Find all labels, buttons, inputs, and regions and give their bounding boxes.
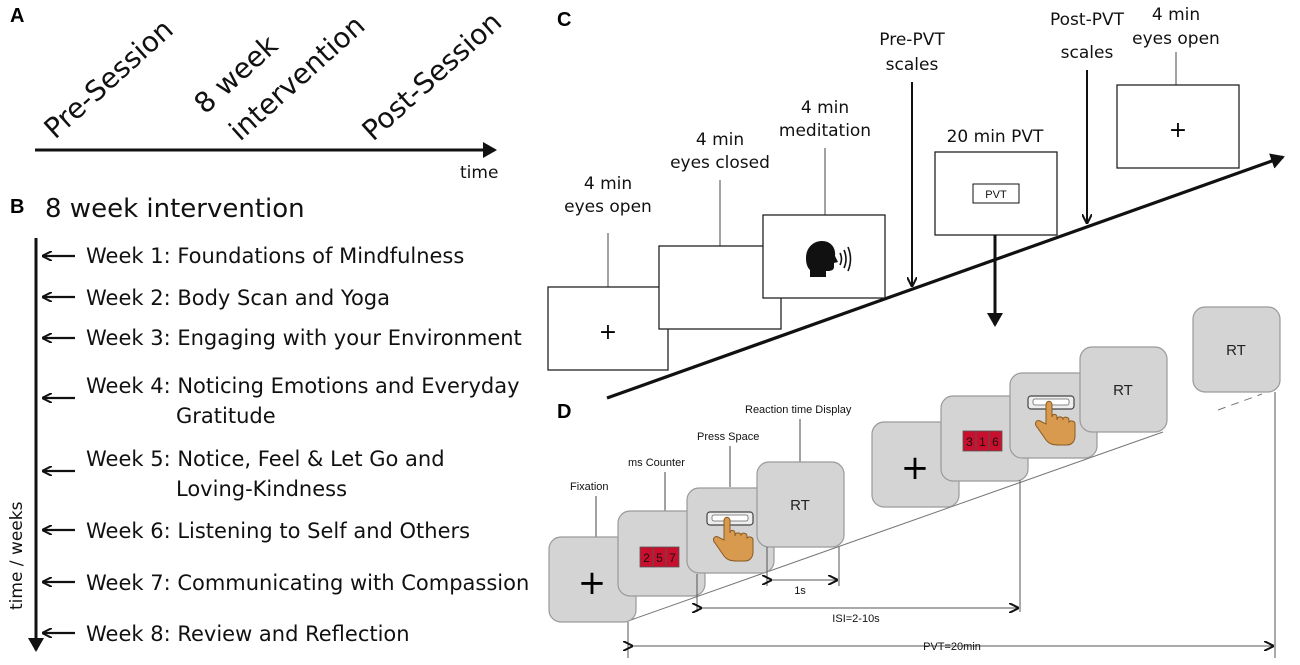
eyes-open-2-label-line2: eyes open [1132, 29, 1220, 49]
eyes-closed-label-line1: 4 min [696, 130, 744, 150]
timing-brackets [628, 392, 1276, 658]
counter-1-digit-3: 7 [669, 551, 676, 565]
panel-b: B 8 week intervention time / weeks Week … [7, 194, 529, 652]
pre-pvt-label-line2: scales [886, 55, 939, 75]
week-4-label-cont: Gratitude [176, 404, 276, 428]
fixation-label: Fixation [570, 481, 609, 493]
fixation-cross-d2: + [901, 448, 930, 488]
counter-2-digit-1: 3 [966, 435, 973, 449]
eyes-closed-label-line2: eyes closed [670, 153, 770, 173]
eyes-open-1-label-line2: eyes open [564, 197, 652, 217]
week-6-label: Week 6: Listening to Self and Others [86, 519, 470, 543]
eyes-open-2-label-line1: 4 min [1152, 5, 1200, 25]
panel-c: C 4 min eyes open + 4 min eyes closed 4 … [547, 5, 1285, 400]
meditation-label-line2: meditation [779, 121, 871, 141]
post-pvt-label-line2: scales [1061, 43, 1114, 63]
rt-screen-final [1192, 306, 1281, 393]
rt-text-final: RT [1226, 342, 1246, 359]
eyes-closed-screen [658, 245, 782, 330]
week-arrows [44, 256, 75, 633]
counter-1-digit-2: 5 [656, 551, 663, 565]
week-8-label: Week 8: Review and Reflection [86, 622, 410, 646]
eyes-open-2-screen [1116, 84, 1240, 169]
fixation-cross-2: + [1169, 118, 1187, 143]
panel-d-label: D [557, 401, 571, 423]
rt-screen-2 [1079, 346, 1168, 433]
eyes-open-1-screen [547, 286, 669, 371]
pre-pvt-label-line1: Pre-PVT [879, 30, 945, 50]
week-5-label-cont: Loving-Kindness [176, 477, 347, 501]
pvt-label: 20 min PVT [947, 127, 1044, 147]
ms-counter-display-1: 2 5 7 [639, 546, 680, 568]
panel-c-label: C [557, 9, 571, 31]
pressing-hand-icon-1 [713, 516, 754, 562]
counter-2-digit-3: 6 [992, 435, 999, 449]
panel-a-label: A [10, 5, 24, 27]
pvt-total-label: PVT=20min [923, 641, 981, 653]
time-axis-label: time [460, 163, 498, 183]
trial-sequence-diagonal [627, 431, 1164, 622]
pvt-inner-box [972, 183, 1020, 204]
rt-text-1: RT [790, 497, 810, 514]
eyes-open-1-label-line1: 4 min [584, 174, 632, 194]
panel-a: A Pre-Session 8 week intervention Post-S… [10, 5, 508, 183]
week-1-label: Week 1: Foundations of Mindfulness [86, 244, 464, 268]
ms-counter-label: ms Counter [628, 457, 685, 469]
counter-1-digit-1: 2 [643, 551, 650, 565]
week-3-label: Week 3: Engaging with your Environment [86, 326, 522, 350]
panel-b-label: B [10, 196, 24, 218]
week-2-label: Week 2: Body Scan and Yoga [86, 286, 390, 310]
ms-counter-display-2: 3 1 6 [962, 430, 1003, 452]
isi-label: ISI=2-10s [832, 613, 880, 625]
counter-2-digit-2: 1 [979, 435, 986, 449]
post-pvt-label-line1: Post-PVT [1050, 10, 1125, 30]
panel-d: D Fixation ms Counter Press Space Reacti… [548, 306, 1281, 658]
pvt-inner-label: PVT [985, 189, 1007, 201]
week-4-label: Week 4: Noticing Emotions and Everyday [86, 374, 520, 398]
one-second-label: 1s [794, 585, 806, 597]
fixation-cross-1: + [599, 320, 617, 345]
stage-post-session: Post-Session [356, 5, 509, 147]
press-space-label: Press Space [697, 431, 759, 443]
pressing-hand-icon-2 [1035, 400, 1076, 446]
week-5-label: Week 5: Notice, Feel & Let Go and [86, 447, 445, 471]
trial-sequence-continuation [1217, 393, 1263, 411]
rt-text-2: RT [1113, 382, 1133, 399]
panel-b-title: 8 week intervention [45, 194, 305, 224]
rt-display-label: Reaction time Display [745, 404, 852, 416]
meditation-label-line1: 4 min [801, 98, 849, 118]
rt-screen-1 [756, 461, 845, 548]
stage-pre-session: Pre-Session [38, 13, 180, 146]
weeks-axis-label: time / weeks [7, 501, 27, 610]
session-timeline-arrow [606, 153, 1285, 400]
fixation-cross-d1: + [578, 563, 607, 603]
week-7-label: Week 7: Communicating with Compassion [86, 571, 529, 595]
speaking-head-icon [806, 241, 852, 277]
